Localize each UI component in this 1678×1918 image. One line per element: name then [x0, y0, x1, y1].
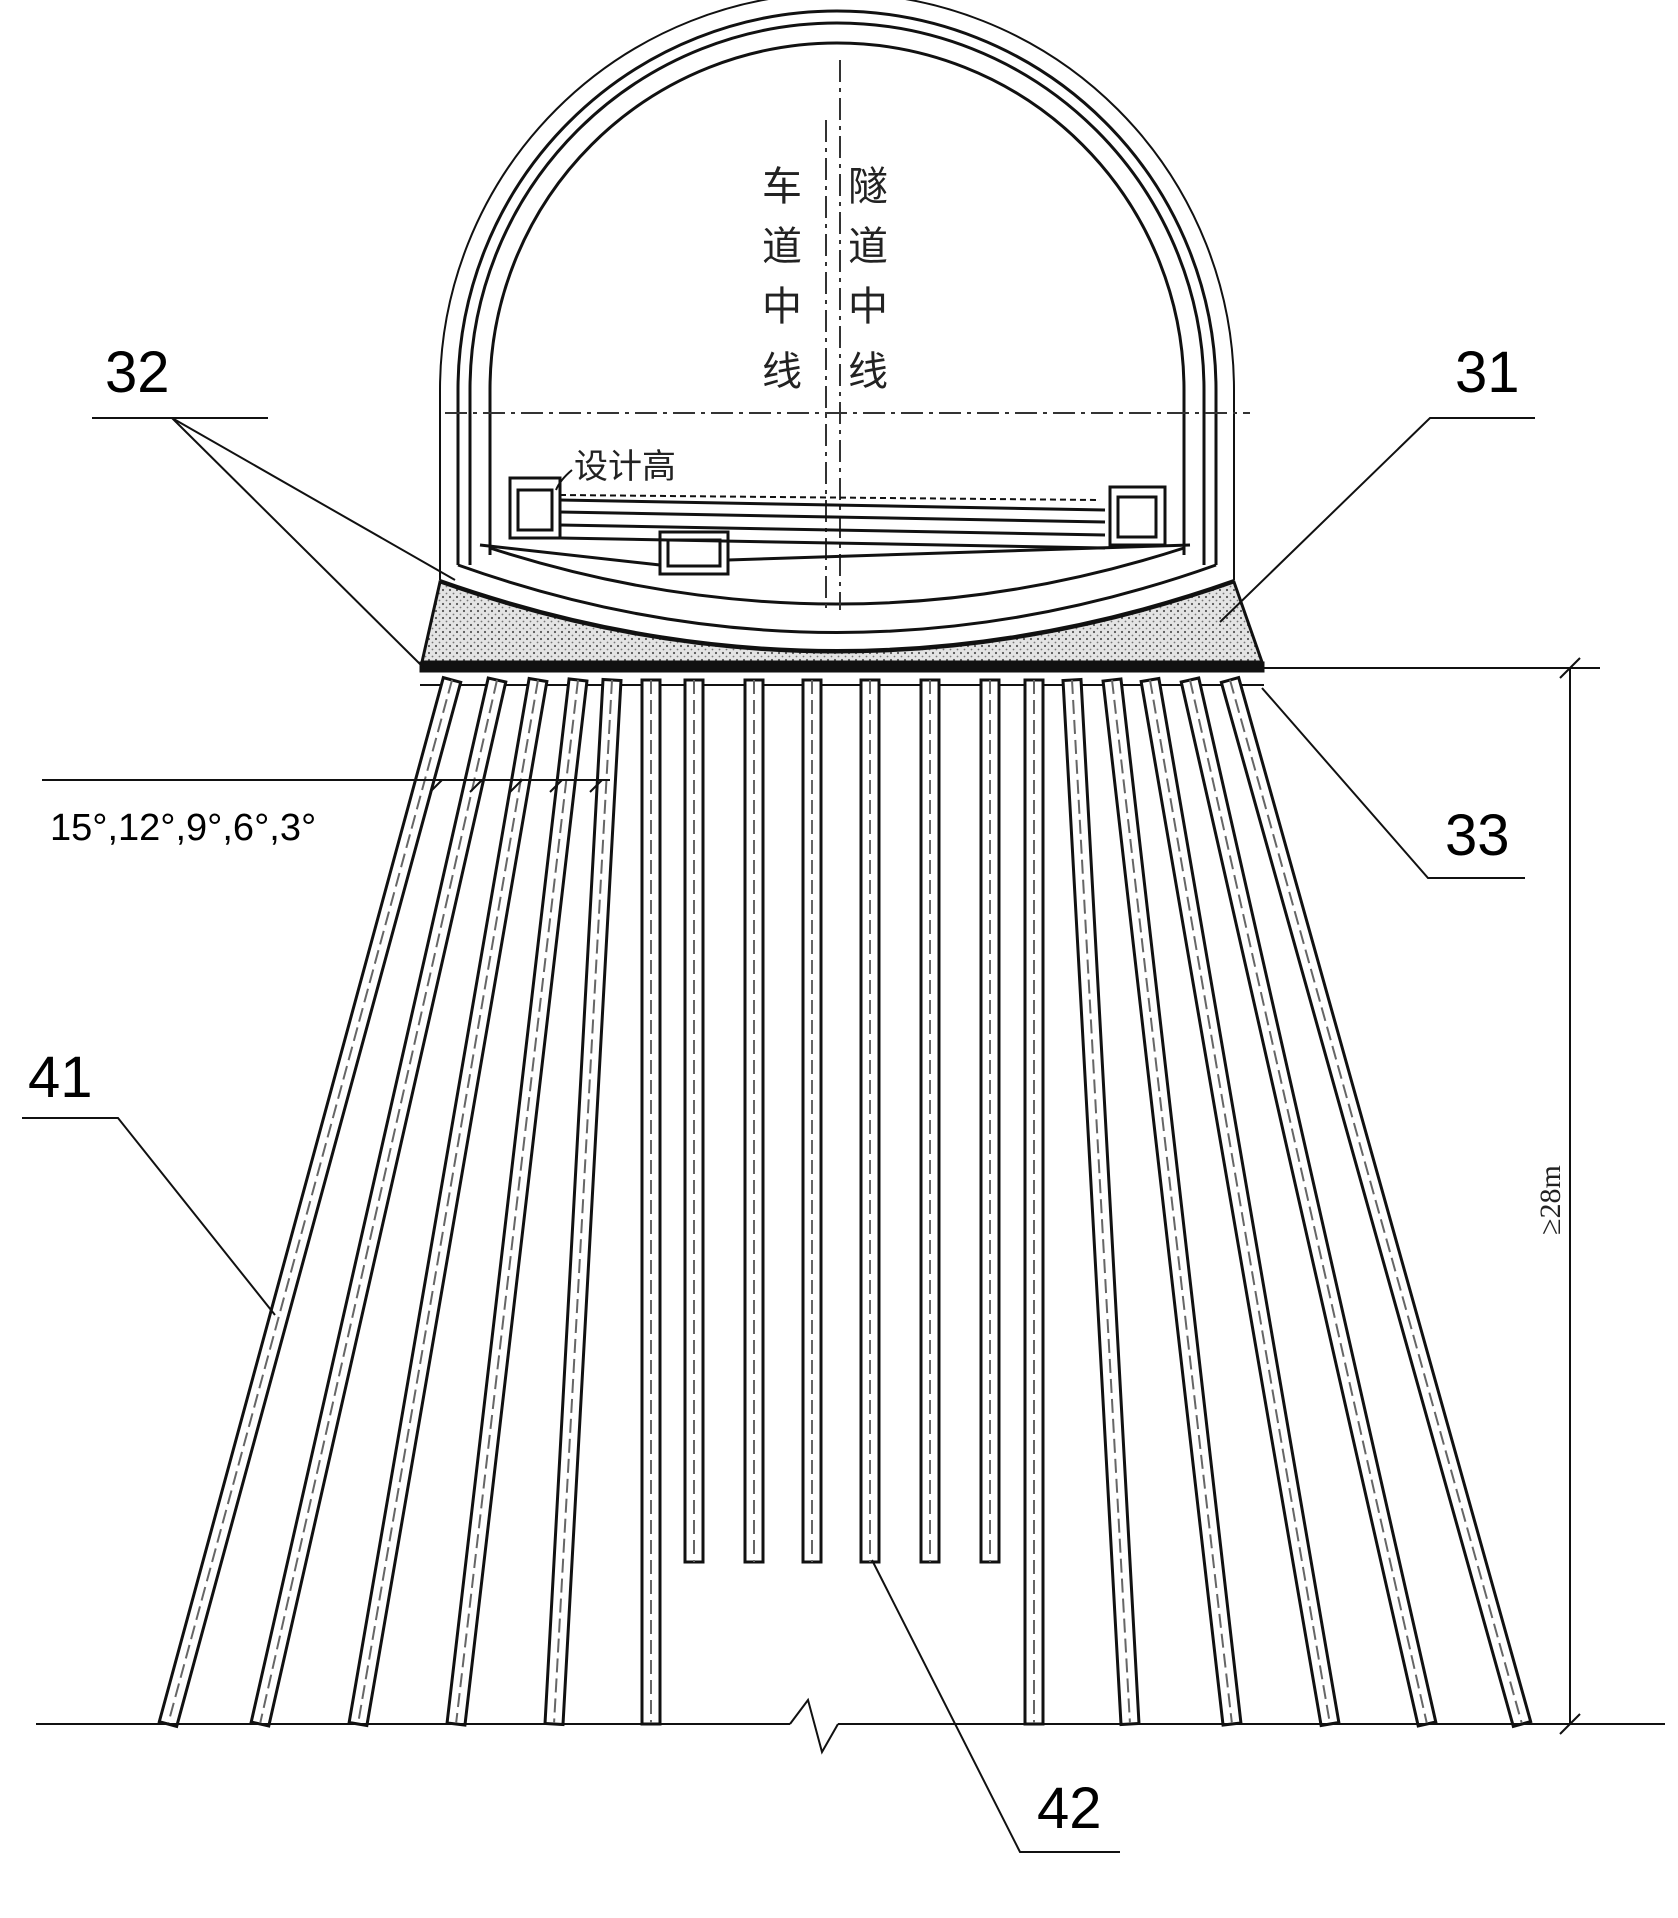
pile-16	[1139, 676, 1341, 1728]
cushion-layer	[419, 661, 1265, 673]
ref-label-33: 33	[1445, 803, 1510, 868]
tunnel-char-1: 隧	[848, 164, 888, 210]
angle-label: 15°,12°,9°,6°,3°	[50, 807, 316, 849]
pile-17	[1179, 676, 1438, 1728]
leader-32-b	[171, 417, 425, 669]
right-channel-inner	[1116, 495, 1158, 539]
ground-line	[36, 1697, 1665, 1755]
leader-41	[22, 1117, 276, 1316]
lining-outer	[456, 9, 1218, 565]
pile-group	[157, 675, 1533, 1729]
invert-arc-outermost	[439, 579, 1235, 651]
tunnel-char-4: 线	[848, 349, 888, 395]
design-elevation-leader	[555, 469, 573, 491]
deck-line-4	[559, 536, 1106, 550]
lane-char-2: 道	[762, 224, 802, 270]
pile-core	[259, 679, 498, 1725]
invert-arc-outer	[457, 563, 1217, 634]
tunnel-char-3: 中	[848, 284, 888, 330]
deck-slope-bottom-r	[727, 543, 1191, 562]
pile-7	[683, 678, 705, 1564]
pile-core	[455, 679, 579, 1725]
lane-char-1: 车	[762, 164, 802, 210]
pile-1	[157, 675, 463, 1729]
pile-core	[1149, 679, 1331, 1725]
pile-body	[249, 676, 508, 1728]
foundation-block	[420, 580, 1265, 664]
deck-dashed	[559, 494, 1101, 501]
depth-dimension	[1264, 657, 1600, 1735]
invert-arc-inner	[489, 546, 1185, 606]
leader-42	[871, 1559, 1120, 1853]
ref-label-41: 41	[28, 1045, 93, 1110]
lining-inner	[468, 21, 1206, 565]
leader-lines	[22, 417, 1535, 1853]
pile-15	[1101, 677, 1243, 1727]
ref-label-42: 42	[1037, 1776, 1102, 1841]
pile-core	[1071, 679, 1131, 1725]
pile-core	[553, 679, 613, 1725]
break-symbol	[789, 1697, 839, 1755]
angle-hatch	[509, 779, 523, 793]
dim-tick-top	[1559, 657, 1581, 679]
tunnel-char-2: 道	[848, 224, 888, 270]
angle-hatch	[589, 779, 603, 793]
pile-13	[1023, 678, 1045, 1726]
ref-label-32: 32	[105, 340, 170, 405]
leader-32-a	[171, 417, 456, 581]
angle-hatch-marks	[429, 779, 603, 793]
center-drain	[658, 530, 730, 576]
depth-label: ≥28m	[1534, 1165, 1567, 1235]
pile-18	[1219, 675, 1533, 1729]
design-elevation-label: 设计高	[574, 447, 676, 487]
left-channel-inner	[516, 488, 554, 532]
pile-body	[1179, 676, 1438, 1728]
angle-hatch	[429, 779, 443, 793]
deck-line-2	[559, 510, 1106, 524]
pile-9	[801, 678, 823, 1564]
tunnel-centerline-text: 隧 道 中 线	[848, 164, 888, 395]
left-channel	[508, 476, 562, 540]
pile-6	[640, 678, 662, 1726]
lane-char-3: 中	[762, 284, 802, 330]
pile-core	[357, 679, 539, 1725]
deck-slope-bottom	[479, 543, 661, 567]
lane-char-4: 线	[762, 349, 802, 395]
roadway-structure	[479, 476, 1191, 576]
lining-innermost	[488, 41, 1186, 555]
pile-core	[1229, 679, 1523, 1725]
center-drain-inner	[666, 538, 722, 568]
lining-outermost	[439, 0, 1235, 580]
pile-core	[1189, 679, 1428, 1725]
pile-core	[1111, 679, 1233, 1725]
lane-centerline-text: 车 道 中 线	[762, 164, 802, 395]
ref-label-31: 31	[1455, 340, 1520, 405]
pile-2	[249, 676, 508, 1728]
pile-3	[347, 676, 549, 1728]
deck-line-3	[559, 523, 1106, 537]
pile-11	[919, 678, 941, 1564]
right-channel	[1108, 485, 1167, 547]
leader-33	[1261, 687, 1525, 879]
angle-hatch	[549, 779, 563, 793]
deck-top	[559, 498, 1106, 512]
pile-12	[979, 678, 1001, 1564]
pile-core	[167, 679, 453, 1725]
leader-31	[1219, 417, 1535, 623]
pile-10	[859, 678, 881, 1564]
pile-8	[743, 678, 765, 1564]
angle-hatch	[469, 779, 483, 793]
tunnel-lining	[439, 0, 1235, 651]
pile-4	[445, 677, 589, 1727]
dim-tick-bottom	[1559, 1713, 1581, 1735]
